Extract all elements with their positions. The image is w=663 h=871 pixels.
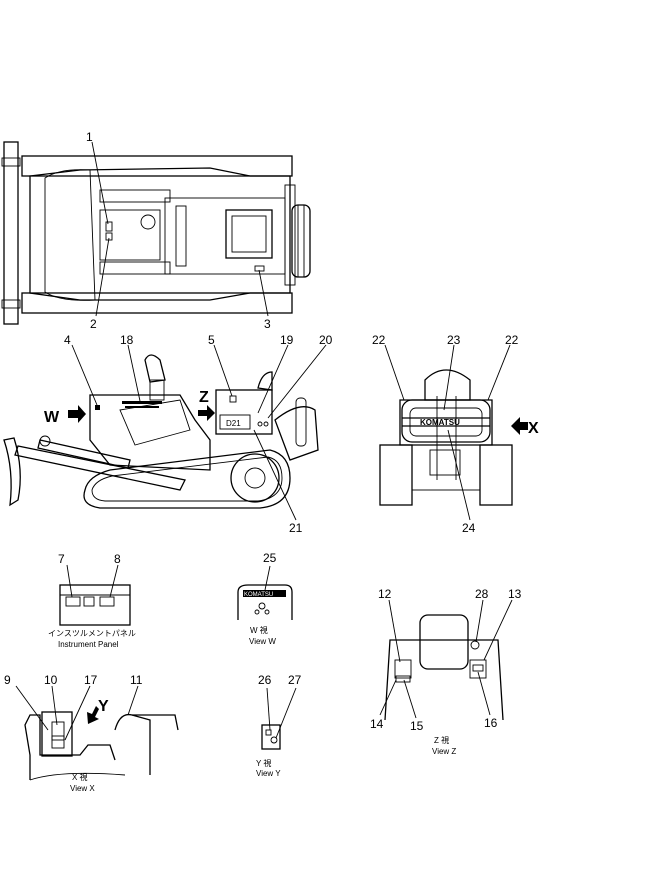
callout-22-right: 22 <box>505 333 519 347</box>
caption-view-w-jp: W 視 <box>250 626 268 635</box>
callout-18: 18 <box>120 333 134 347</box>
arrow-label-x: X <box>528 420 539 437</box>
caption-view-z-jp: Z 視 <box>434 736 449 745</box>
caption-instrument-jp: インスツルメントパネル <box>48 629 136 638</box>
caption-view-z-en: View Z <box>432 747 456 756</box>
callout-20: 20 <box>319 333 333 347</box>
callout-16: 16 <box>484 716 498 730</box>
callout-28: 28 <box>475 587 489 601</box>
brand-mark-rear: KOMATSU <box>420 418 460 427</box>
arrow-label-w: W <box>44 409 60 426</box>
top-view-dozer <box>1 141 311 325</box>
caption-view-x-jp: X 視 <box>72 773 88 782</box>
callout-26: 26 <box>258 673 272 687</box>
callout-22-left: 22 <box>372 333 386 347</box>
callout-8: 8 <box>114 552 121 566</box>
callout-numbers: 1 2 3 4 5 7 8 9 10 11 12 13 14 15 16 17 … <box>4 130 522 733</box>
side-view-dozer <box>3 344 327 521</box>
instrument-panel-detail <box>59 564 131 626</box>
rear-view-dozer <box>379 344 528 521</box>
caption-instrument-en: Instrument Panel <box>58 640 119 649</box>
callout-27: 27 <box>288 673 302 687</box>
callout-3: 3 <box>264 317 271 331</box>
callout-14: 14 <box>370 717 384 731</box>
view-y-detail <box>261 687 297 750</box>
callout-25: 25 <box>263 551 277 565</box>
callout-23: 23 <box>447 333 461 347</box>
callout-17: 17 <box>84 673 98 687</box>
brand-mark-view-w: KOMATSU <box>244 592 273 598</box>
view-w-detail <box>237 565 293 620</box>
callout-13: 13 <box>508 587 522 601</box>
callout-15: 15 <box>410 719 424 733</box>
caption-view-w-en: View W <box>249 637 276 646</box>
callout-21: 21 <box>289 521 303 535</box>
callout-9: 9 <box>4 673 11 687</box>
callout-19: 19 <box>280 333 294 347</box>
callout-5: 5 <box>208 333 215 347</box>
callout-4: 4 <box>64 333 71 347</box>
arrow-label-z: Z <box>199 389 209 406</box>
callout-7: 7 <box>58 552 65 566</box>
callout-1: 1 <box>86 130 93 144</box>
view-z-detail <box>379 599 513 721</box>
caption-view-y-en: View Y <box>256 769 281 778</box>
caption-view-y-jp: Y 視 <box>256 759 271 768</box>
callout-2: 2 <box>90 317 97 331</box>
plate-text: D21 <box>226 419 241 428</box>
arrow-label-y: Y <box>98 698 109 715</box>
callout-12: 12 <box>378 587 392 601</box>
caption-view-x-en: View X <box>70 784 95 793</box>
view-x-detail <box>15 685 179 781</box>
callout-10: 10 <box>44 673 58 687</box>
callout-11: 11 <box>130 673 143 687</box>
callout-24: 24 <box>462 521 476 535</box>
